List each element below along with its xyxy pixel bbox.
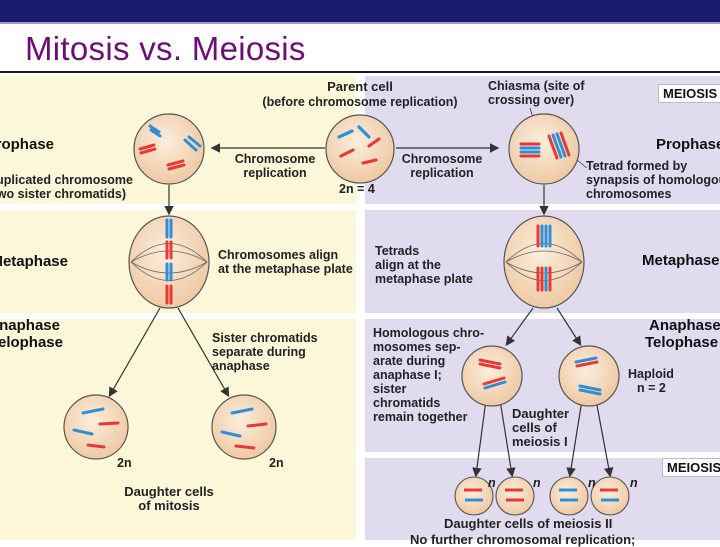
replication-right-2: replication: [410, 166, 474, 180]
arrow-mit-daughter-left: [108, 307, 161, 398]
mitosis-band-2: [0, 313, 356, 319]
ploidy-n-3: n: [588, 476, 596, 490]
tetrads-label-3: metaphase plate: [375, 272, 473, 286]
meiosis-prophase-cell: [508, 113, 580, 185]
meiosis-tag: MEIOSIS: [658, 84, 720, 103]
mitosis-anaphase-label: Anaphase: [0, 317, 60, 334]
ploidy-n-2: n: [533, 476, 541, 490]
meiosis-I-daughter-label-3: meiosis I: [512, 434, 568, 449]
meiosis-band-3: [365, 452, 720, 458]
meiosis-anaphase-label: Anaphase I: [649, 317, 720, 334]
haploid-label: Haploid: [628, 367, 674, 381]
mitosis-daughter-label-1: Daughter cells: [124, 484, 214, 499]
arrow-mei-II-2: [499, 399, 516, 478]
meiosis-I-daughter-label-2: cells of: [512, 420, 557, 435]
mitosis-metaphase-label: Metaphase: [0, 253, 68, 270]
sister-label-2: separate during: [212, 345, 306, 359]
mitosis-daughter-label-2: of mitosis: [138, 498, 200, 513]
arrow-mei-I-left: [505, 307, 534, 346]
meiosis-band-2: [365, 313, 720, 319]
tetrads-label-1: Tetrads: [375, 244, 420, 258]
dup-chromosome-label-1: Duplicated chromosome: [0, 173, 133, 187]
title-divider: [0, 71, 720, 73]
slide-title: Mitosis vs. Meiosis: [25, 30, 306, 67]
parent-cell: [325, 114, 395, 184]
arrow-mei-II-1: [472, 399, 487, 478]
homolog-label-6: chromatids: [373, 396, 441, 410]
mitosis-daughter-cell-right: [211, 394, 277, 460]
tetrad-label-1: Tetrad formed by: [586, 159, 688, 173]
dup-chromosome-label-2: (two sister chromatids): [0, 187, 126, 201]
top-banner-accent: [0, 22, 720, 24]
mitosis-ploidy-right: 2n: [269, 456, 284, 470]
mitosis-prophase-cell: [133, 113, 205, 185]
align-label-1: Chromosomes align: [218, 248, 339, 262]
tetrad-leader: [576, 159, 588, 169]
ploidy-n-4: n: [630, 476, 638, 490]
meiosis-I-daughter-cell-right: [558, 345, 620, 407]
ploidy-n-1: n: [488, 476, 496, 490]
arrow-mei-II-3: [566, 399, 583, 478]
homolog-label-7: remain together: [373, 410, 468, 424]
meiosis-I-daughter-cell-left: [461, 345, 523, 407]
tetrad-label-3: chromosomes: [586, 187, 672, 201]
parent-ploidy: 2n = 4: [339, 182, 375, 196]
top-banner: [0, 0, 720, 22]
homolog-label-5: sister: [373, 382, 407, 396]
meiosis-I-daughter-label-1: Daughter: [512, 406, 570, 421]
meiosis-prophase-label: Prophase I: [656, 136, 720, 153]
parent-cell-title: Parent cell: [327, 79, 393, 94]
mitosis-prophase-label: Prophase: [0, 136, 54, 153]
arrow-mei-II-4: [595, 399, 614, 478]
align-label-2: at the metaphase plate: [218, 262, 353, 276]
mitosis-band-1: [0, 204, 356, 210]
meiosis-tag-bottom: MEIOSIS: [662, 458, 720, 477]
mitosis-metaphase-cell: [128, 215, 210, 309]
sister-label-1: Sister chromatids: [212, 331, 318, 345]
meiosis-II-daughter-cell-4: [590, 476, 630, 516]
no-further-replication-label: No further chromosomal replication;: [410, 532, 636, 547]
meiosis-II-daughter-cell-2: [495, 476, 535, 516]
homolog-label-1: Homologous chro-: [373, 326, 485, 340]
replication-left-2: replication: [243, 166, 307, 180]
parent-cell-subtitle: (before chromosome replication): [262, 95, 458, 109]
homolog-label-3: arate during: [373, 354, 446, 368]
haploid-n-label: n = 2: [637, 381, 666, 395]
meiosis-metaphase-label: Metaphase I: [642, 252, 720, 269]
replication-left-1: Chromosome: [234, 152, 316, 166]
meiosis-metaphase-cell: [503, 215, 585, 309]
chiasma-label-2: crossing over): [488, 93, 575, 107]
meiosis-II-daughter-cell-3: [549, 476, 589, 516]
tetrads-label-2: align at the: [375, 258, 441, 272]
homolog-label-2: mosomes sep-: [373, 340, 461, 354]
meiosis-telophase-label: Telophase I: [645, 334, 720, 351]
chiasma-label-1: Chiasma (site of: [488, 79, 585, 93]
meiosis-II-daughter-cell-1: [454, 476, 494, 516]
mitosis-ploidy-left: 2n: [117, 456, 132, 470]
replication-right-1: Chromosome: [401, 152, 483, 166]
mitosis-daughter-cell-left: [63, 394, 129, 460]
sister-label-3: anaphase: [212, 359, 270, 373]
tetrad-label-2: synapsis of homologous: [586, 173, 720, 187]
mitosis-telophase-label: Telophase: [0, 334, 63, 351]
homolog-label-4: anaphase I;: [373, 368, 442, 382]
arrow-mit-daughter-right: [177, 307, 230, 398]
meiosis-II-daughter-label: Daughter cells of meiosis II: [444, 516, 613, 531]
arrow-mei-I-right: [556, 307, 582, 347]
